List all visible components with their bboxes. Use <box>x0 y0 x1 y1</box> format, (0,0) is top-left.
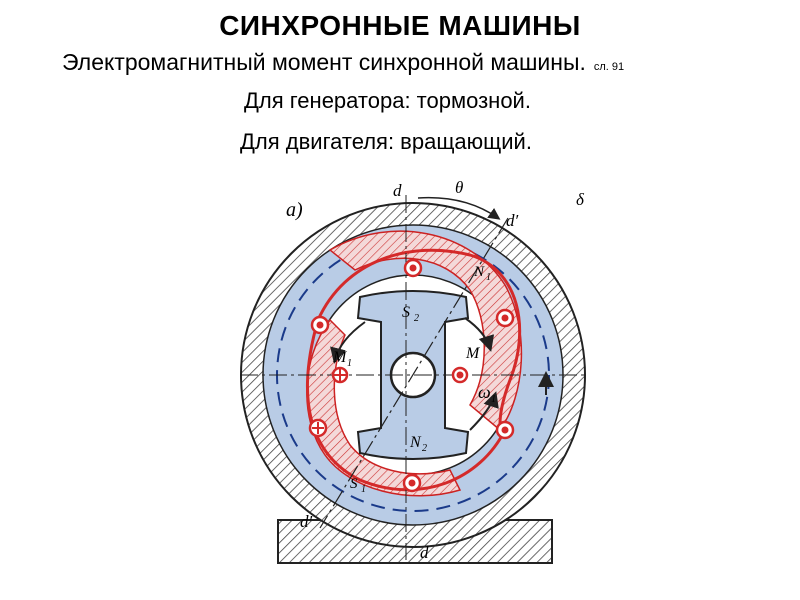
label-d-prime-bottom: d′ <box>300 512 313 531</box>
rotation-arrow-omega <box>469 391 499 431</box>
label-theta: θ <box>455 178 463 197</box>
label-m1: M 1 <box>332 349 352 369</box>
label-s1: S 1 <box>350 476 366 495</box>
svg-text:2: 2 <box>422 443 427 454</box>
generator-torque-line: Для генератора: тормозной. <box>244 88 531 113</box>
torque-arrow-m1 <box>330 321 366 364</box>
label-omega: ω 1 <box>478 382 496 405</box>
svg-text:N: N <box>409 434 422 451</box>
svg-text:M: M <box>332 349 348 366</box>
slide-title: СИНХРОННЫЕ МАШИНЫ <box>219 10 581 41</box>
label-n1: N 1 <box>473 264 491 283</box>
theta-arc <box>417 196 501 220</box>
svg-text:2: 2 <box>414 313 419 324</box>
svg-text:S: S <box>402 304 410 321</box>
label-d-prime-top: d′ <box>506 211 519 230</box>
label-d-top: d <box>393 181 402 200</box>
svg-text:N: N <box>473 264 485 280</box>
panel-label: а) <box>286 199 303 221</box>
svg-text:1: 1 <box>486 272 491 283</box>
svg-text:1: 1 <box>347 358 352 369</box>
label-s2: S 2 <box>402 304 419 324</box>
label-delta: δ <box>576 190 585 209</box>
label-d-bottom: d <box>420 543 429 562</box>
label-m: M <box>465 345 481 362</box>
svg-text:1: 1 <box>361 484 366 495</box>
torque-arrow-m <box>464 317 495 352</box>
conductor-marks <box>312 264 509 487</box>
motor-torque-line: Для двигателя: вращающий. <box>240 129 532 154</box>
svg-text:1: 1 <box>491 394 496 405</box>
svg-text:ω: ω <box>478 382 491 402</box>
slide-reference: сл. 91 <box>593 61 625 73</box>
rotated-axis-d-prime <box>319 217 509 529</box>
label-n2: N 2 <box>409 434 427 454</box>
subtitle-text: Электромагнитный момент синхронной машин… <box>62 49 586 75</box>
svg-text:S: S <box>350 476 358 492</box>
slide-subtitle: Электромагнитный момент синхронной машин… <box>62 49 624 76</box>
